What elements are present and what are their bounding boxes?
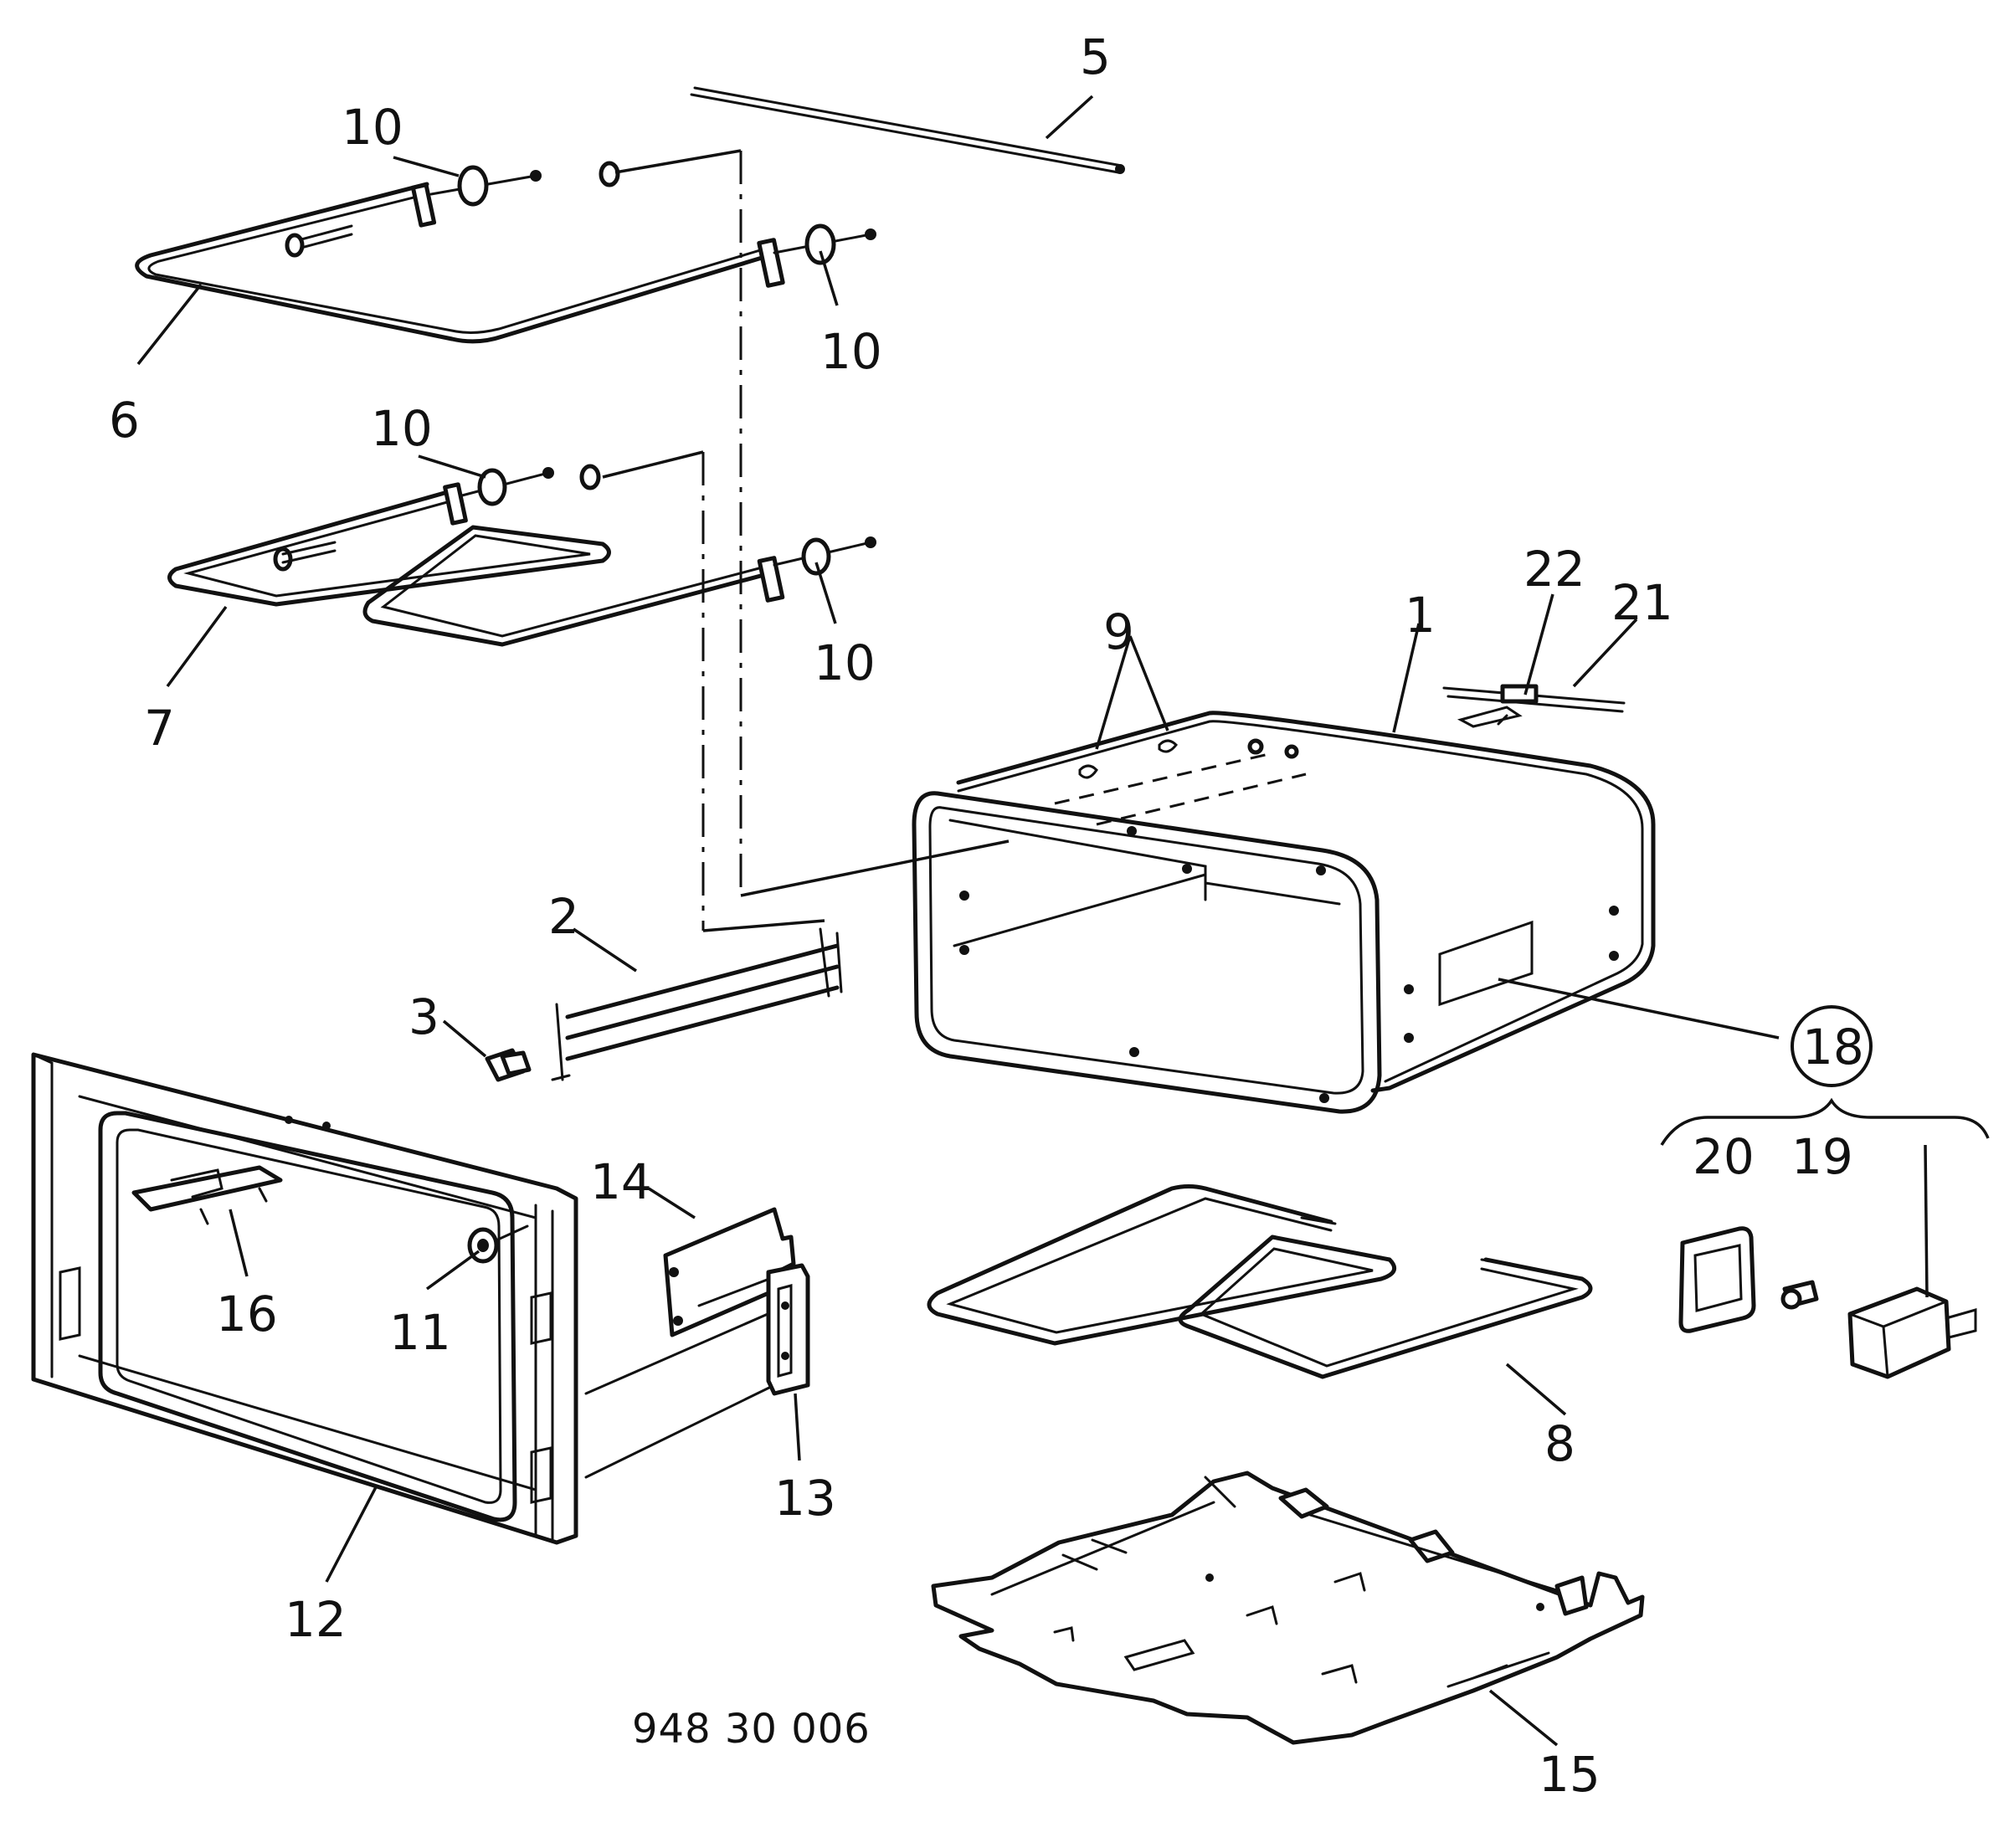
callout-5: 5	[1080, 28, 1111, 85]
callout-10c: 10	[371, 400, 433, 457]
callout-labels: 5 10 10 6 10 10 7 9 1 22 21 2 3 14 16 11…	[109, 28, 1864, 1803]
callout-6: 6	[109, 392, 140, 449]
drawing-reference-number: 948 30 006	[632, 1706, 871, 1753]
callout-7: 7	[144, 700, 175, 757]
callout-3: 3	[408, 988, 439, 1045]
callout-22: 22	[1523, 541, 1585, 598]
callout-21: 21	[1611, 574, 1673, 631]
part-14-hinge-plate	[584, 1207, 796, 1479]
assembly-centre-lines	[602, 149, 1010, 932]
callout-15: 15	[1539, 1746, 1601, 1803]
part-13-hinge	[766, 1263, 810, 1396]
part-8-bottom-element	[927, 1184, 1593, 1379]
callout-16: 16	[216, 1286, 278, 1342]
callout-10b: 10	[820, 323, 882, 380]
part-15-base-plate	[931, 1471, 1645, 1745]
part-10-fasteners-lower	[460, 464, 876, 576]
part-1-oven-cavity	[912, 711, 1656, 1114]
part-3-clip	[485, 1048, 532, 1082]
callout-18: 18	[1802, 1019, 1864, 1075]
callout-9: 9	[1103, 603, 1134, 660]
callout-12: 12	[285, 1591, 347, 1648]
callout-11: 11	[389, 1304, 451, 1361]
part-21-22-sensor	[1442, 684, 1626, 728]
callout-14: 14	[590, 1153, 652, 1210]
part-2-bottom-element	[551, 927, 843, 1081]
callout-13: 13	[774, 1470, 836, 1527]
callout-8: 8	[1544, 1415, 1575, 1472]
part-5-rod	[690, 86, 1125, 174]
part-10-fasteners-upper	[429, 161, 876, 265]
callout-10d: 10	[814, 634, 876, 691]
callout-2: 2	[548, 888, 579, 945]
callout-leaders	[136, 95, 1638, 1747]
part-18-lamp-assembly	[1498, 978, 1990, 1379]
part-6-upper-heating-element	[135, 182, 785, 344]
callout-10a: 10	[342, 99, 403, 156]
callout-1: 1	[1405, 587, 1436, 644]
part-7-grill-element	[167, 482, 785, 647]
part-11-knob	[467, 1224, 529, 1264]
callout-20: 20	[1693, 1128, 1755, 1185]
part-12-oven-door	[31, 1052, 578, 1545]
part-16-bracket	[131, 1165, 283, 1225]
callout-19: 19	[1791, 1128, 1853, 1185]
